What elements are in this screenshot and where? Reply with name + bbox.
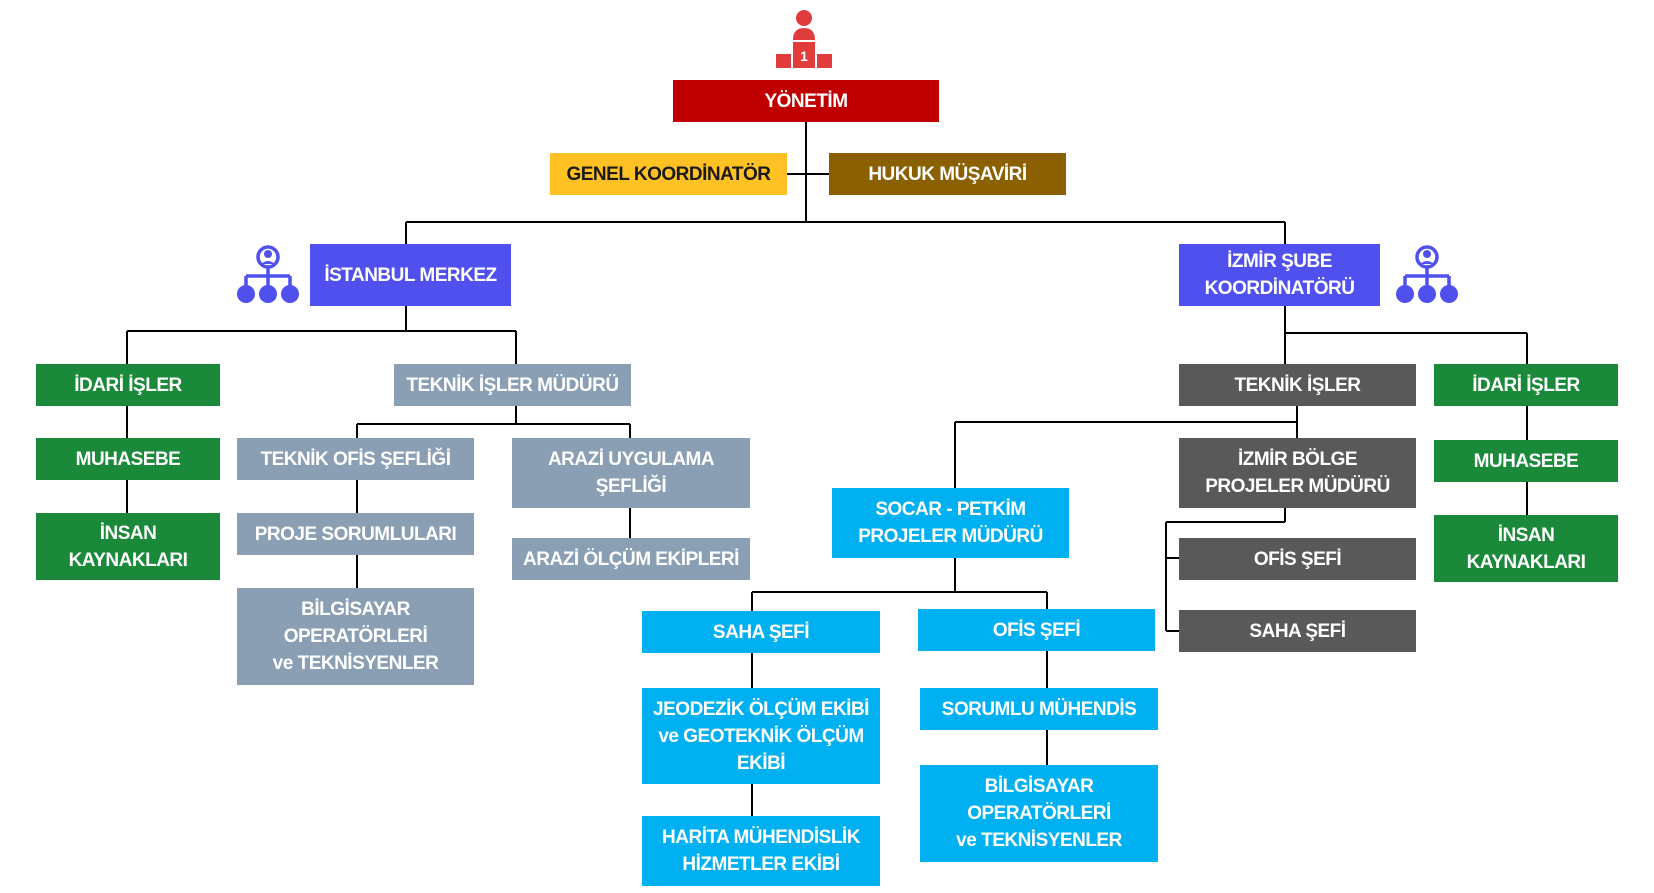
socar-harita-muhendislik-box: HARİTA MÜHENDİSLİK HİZMETLER EKİBİ	[642, 816, 880, 886]
ist-idari-isler-box: İDARİ İŞLER	[36, 364, 220, 406]
socar-bilgisayar-operatorleri-box: BİLGİSAYAR OPERATÖRLERİ ve TEKNİSYENLER	[920, 765, 1158, 862]
socar-ofis-sefi-box: OFİS ŞEFİ	[918, 609, 1155, 651]
izm-idari-isler-box: İDARİ İŞLER	[1434, 364, 1618, 406]
ist-teknik-ofis-sefligi-box: TEKNİK OFİS ŞEFLİĞİ	[237, 438, 474, 480]
org-hierarchy-icon	[237, 245, 299, 303]
socar-jeodezik-olcum-ekibi-box: JEODEZİK ÖLÇÜM EKİBİ ve GEOTEKNİK ÖLÇÜM …	[642, 688, 880, 784]
izm-insan-kaynaklari-box: İNSAN KAYNAKLARI	[1434, 515, 1618, 582]
hukuk-musaviri-box: HUKUK MÜŞAVİRİ	[829, 153, 1066, 195]
ist-arazi-olcum-ekipleri-box: ARAZİ ÖLÇÜM EKİPLERİ	[512, 538, 750, 580]
istanbul-merkez-box: İSTANBUL MERKEZ	[310, 244, 511, 306]
izm-ofis-sefi-box: OFİS ŞEFİ	[1179, 538, 1416, 580]
ist-teknik-isler-muduru-box: TEKNİK İŞLER MÜDÜRÜ	[394, 364, 631, 406]
ist-muhasebe-box: MUHASEBE	[36, 438, 220, 480]
izm-saha-sefi-box: SAHA ŞEFİ	[1179, 610, 1416, 652]
socar-saha-sefi-box: SAHA ŞEFİ	[642, 611, 880, 653]
ist-insan-kaynaklari-box: İNSAN KAYNAKLARI	[36, 513, 220, 580]
ist-bilgisayar-operatorleri-box: BİLGİSAYAR OPERATÖRLERİ ve TEKNİSYENLER	[237, 588, 474, 685]
izm-bolge-projeler-muduru-box: İZMİR BÖLGE PROJELER MÜDÜRÜ	[1179, 438, 1416, 508]
podium-number: 1	[800, 48, 808, 64]
ist-arazi-uygulama-sefligi-box: ARAZİ UYGULAMA ŞEFLİĞİ	[512, 438, 750, 508]
socar-sorumlu-muhendis-box: SORUMLU MÜHENDİS	[920, 688, 1158, 730]
izm-muhasebe-box: MUHASEBE	[1434, 440, 1618, 482]
ist-proje-sorumlulari-box: PROJE SORUMLULARI	[237, 513, 474, 555]
yonetim-box: YÖNETİM	[673, 80, 939, 122]
genel-koordinator-box: GENEL KOORDİNATÖR	[550, 153, 787, 195]
izm-teknik-isler-box: TEKNİK İŞLER	[1179, 364, 1416, 406]
izmir-sube-box: İZMİR ŞUBE KOORDİNATÖRÜ	[1179, 244, 1380, 306]
socar-petkim-projeler-muduru-box: SOCAR - PETKİM PROJELER MÜDÜRÜ	[832, 488, 1069, 558]
podium-icon: 1	[776, 10, 832, 68]
org-hierarchy-icon	[1396, 245, 1458, 303]
connector-lines	[126, 122, 1528, 816]
